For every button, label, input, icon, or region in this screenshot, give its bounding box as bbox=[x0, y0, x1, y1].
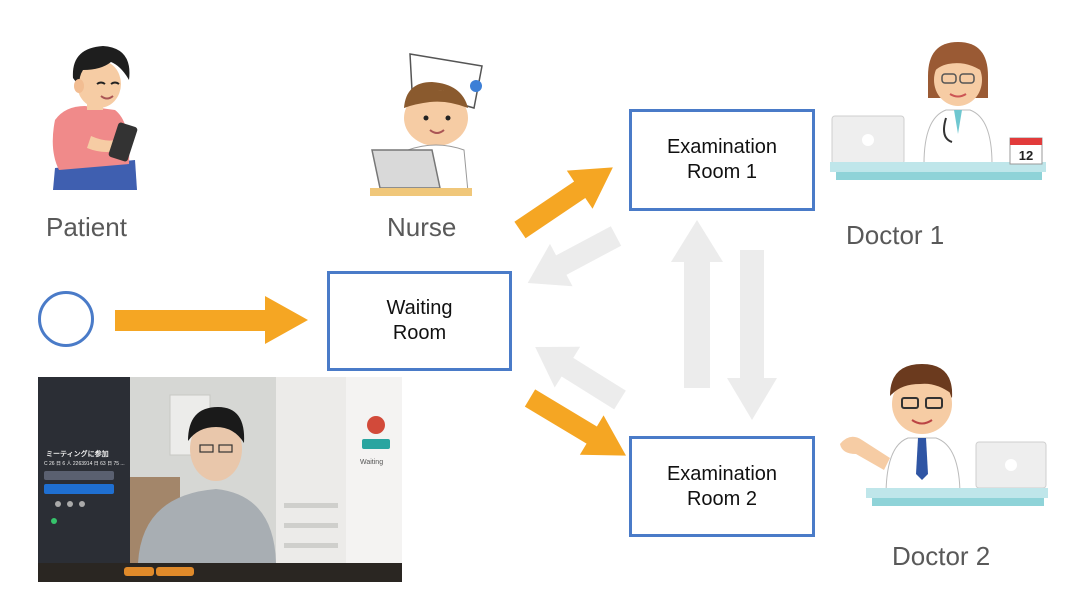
waiting-room-label-2: Room bbox=[392, 322, 447, 344]
doctor-2-illustration bbox=[840, 364, 1048, 506]
exam-room-1-label-1: Examination bbox=[666, 136, 778, 158]
doctor-1-illustration: 12 bbox=[830, 42, 1046, 180]
nurse-label: Nurse bbox=[387, 212, 457, 242]
exam-room-2-box: Examination Room 2 bbox=[629, 436, 815, 537]
waiting-logo-icon bbox=[367, 416, 385, 434]
arrow-waiting-to-exam1 bbox=[514, 167, 613, 239]
arrow-waiting-to-exam2 bbox=[524, 389, 627, 456]
meeting-id-text: C 26 日 6 人 2263914 日 63 日 75 ... bbox=[44, 461, 125, 467]
stethoscope-icon bbox=[943, 117, 953, 143]
exam-room-1-box: Examination Room 1 bbox=[629, 109, 815, 211]
waiting-status-text: Waiting bbox=[360, 459, 384, 466]
calendar-day: 12 bbox=[1019, 148, 1033, 163]
arrow-exam2-to-waiting bbox=[535, 346, 626, 410]
patient-label: Patient bbox=[46, 212, 127, 242]
meeting-screen-photo: ミーティングに参加 C 26 日 6 人 2263914 日 63 日 75 .… bbox=[38, 377, 402, 582]
waiting-room-label-1: Waiting bbox=[386, 297, 453, 319]
doctor-2-label: Doctor 2 bbox=[892, 541, 991, 571]
exam-room-1-label-2: Room 1 bbox=[686, 161, 758, 183]
doctor-1-label: Doctor 1 bbox=[846, 220, 945, 250]
arrow-exam2-to-exam1 bbox=[671, 220, 723, 388]
join-meeting-title: ミーティングに参加 bbox=[46, 451, 109, 458]
patient-illustration bbox=[52, 46, 138, 190]
exam-room-2-label-2: Room 2 bbox=[686, 487, 758, 510]
nurse-illustration bbox=[370, 53, 483, 196]
arrow-exam1-to-exam2 bbox=[727, 250, 777, 420]
start-circle bbox=[38, 291, 94, 347]
waiting-room-box: Waiting Room bbox=[327, 271, 512, 371]
nurse-cross-icon bbox=[470, 80, 482, 92]
arrow-exam1-to-waiting bbox=[527, 226, 622, 287]
exam-room-2-label-1: Examination bbox=[666, 462, 778, 485]
tie-icon bbox=[916, 438, 928, 480]
waiting-chairs-icon bbox=[362, 439, 390, 449]
arrow-entry-to-waiting bbox=[115, 296, 308, 344]
